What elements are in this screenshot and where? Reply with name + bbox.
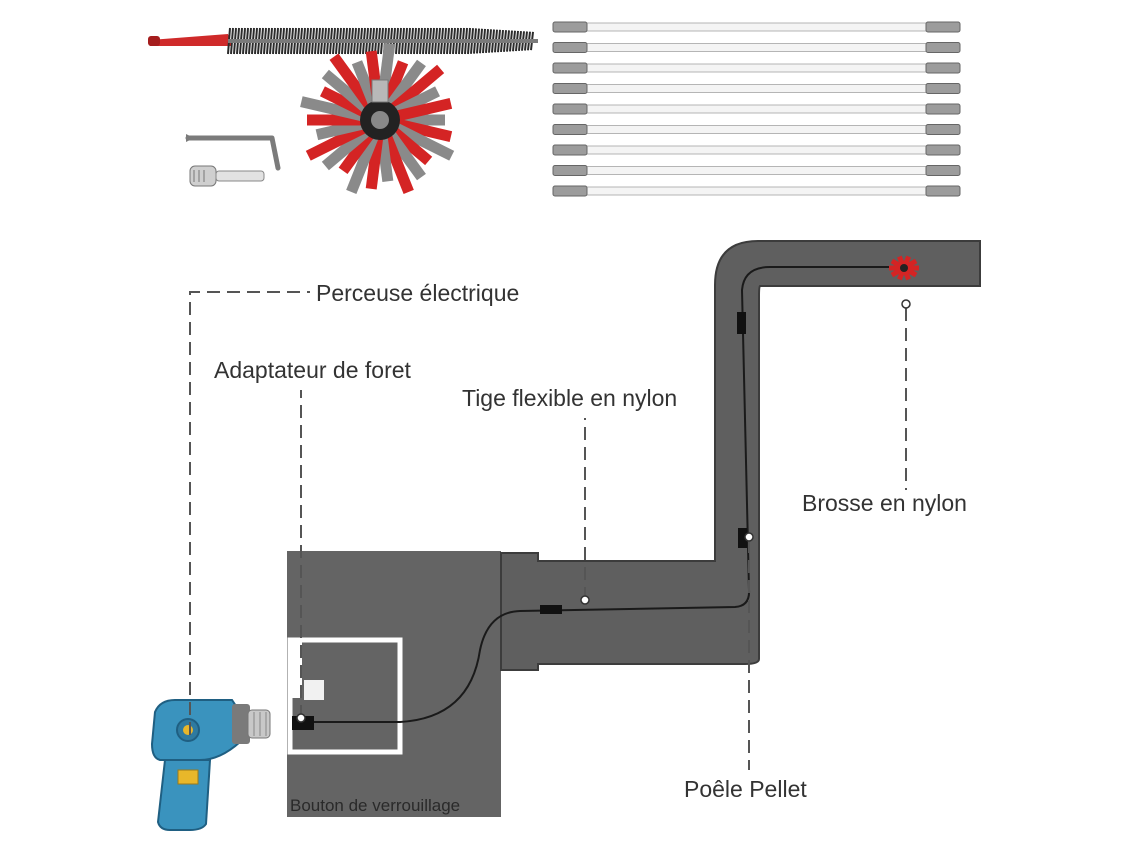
rod-connector: [737, 312, 746, 334]
mini-brush-icon: [889, 255, 919, 281]
label-stove: Poêle Pellet: [684, 776, 807, 802]
pellet-stove: [287, 551, 501, 817]
marker-brush: [901, 299, 911, 309]
marker-adapter: [296, 713, 306, 723]
nylon-rod-icon: [552, 83, 961, 94]
rod-connector: [738, 528, 747, 548]
marker-rod: [580, 595, 590, 605]
drill-icon: [150, 699, 271, 831]
hex-key-icon: [185, 134, 281, 171]
label-adapter: Adaptateur de foret: [214, 357, 412, 383]
nylon-rod-stack: [552, 21, 961, 197]
nylon-rod-icon: [552, 185, 961, 197]
long-brush-icon: [148, 27, 538, 55]
round-brush-icon: [300, 42, 455, 194]
label-rod: Tige flexible en nylon: [462, 385, 677, 411]
nylon-rod-icon: [552, 62, 961, 74]
marker-stove: [744, 532, 754, 542]
label-brush: Brosse en nylon: [802, 490, 967, 516]
label-drill: Perceuse électrique: [316, 280, 519, 306]
flexible-rod-line: [301, 266, 905, 723]
nylon-rod-icon: [552, 42, 961, 53]
nylon-rod-icon: [552, 165, 961, 176]
nylon-rod-icon: [552, 21, 961, 33]
nylon-rod-icon: [552, 103, 961, 115]
nylon-rod-icon: [552, 144, 961, 156]
rod-connector: [540, 605, 562, 614]
exhaust-duct: [500, 240, 981, 671]
leader-drill: [189, 291, 310, 735]
label-lock-button: Bouton de verrouillage: [290, 796, 460, 815]
nylon-rod-icon: [552, 124, 961, 135]
leader-lines: [189, 291, 907, 770]
drill-adapter-icon: [189, 165, 265, 187]
